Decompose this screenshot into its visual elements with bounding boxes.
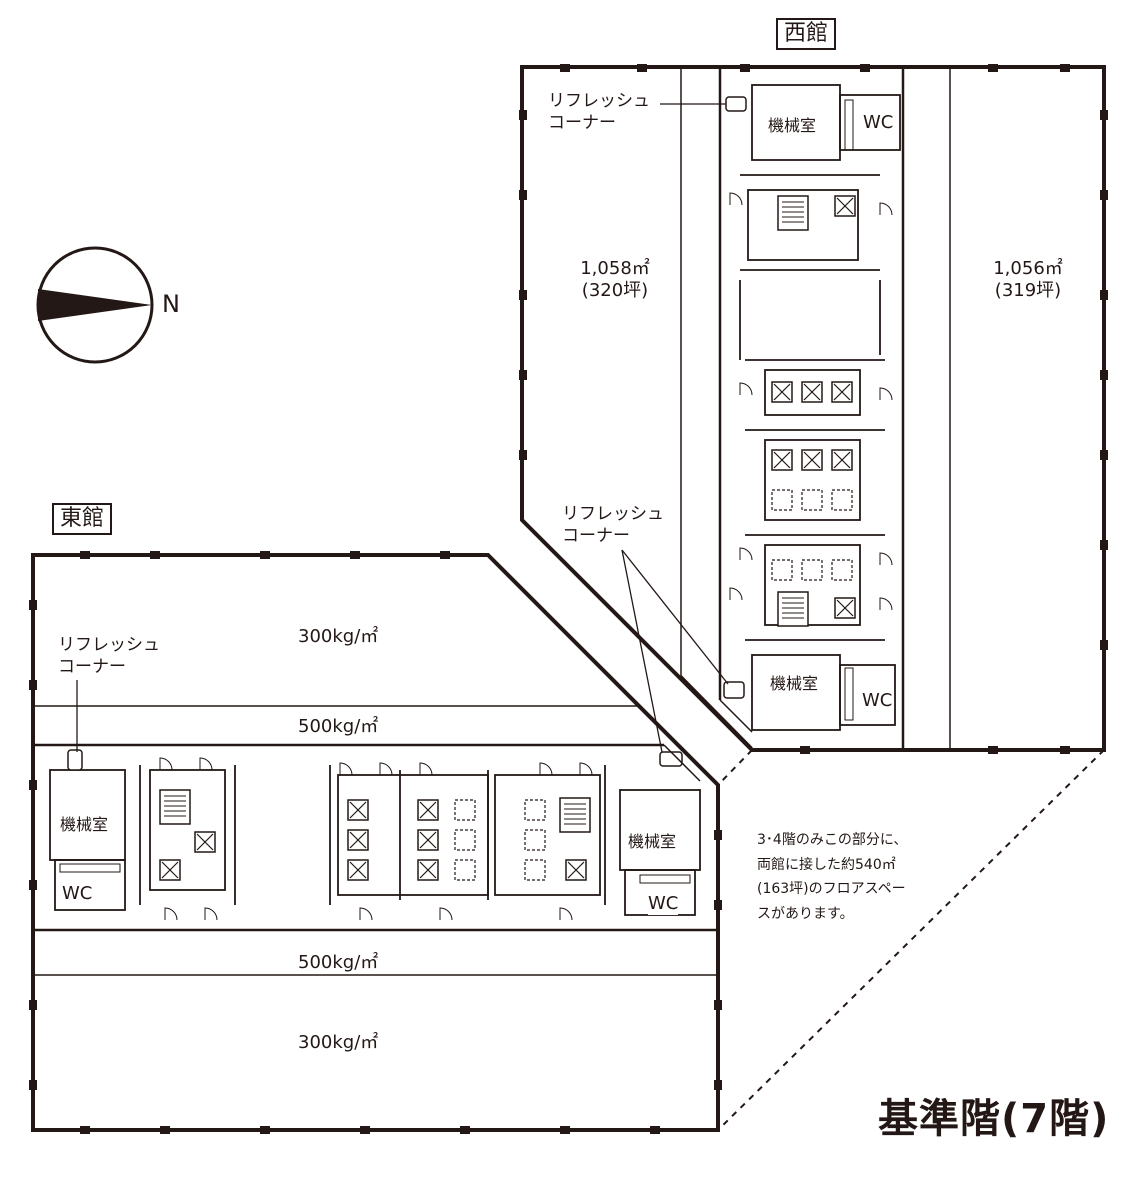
west-left-area-tsubo: (320坪) — [581, 279, 649, 301]
west-left-area: 1,058㎡ (320坪) — [560, 258, 670, 301]
west-left-area-sqm: 1,058㎡ — [580, 258, 650, 279]
west-building-label: 西館 — [776, 18, 837, 51]
west-wc-top: WC — [863, 112, 894, 134]
west-right-area-sqm: 1,056㎡ — [993, 258, 1063, 279]
note-line2: 両館に接した約540㎡ — [757, 856, 896, 873]
note-line4: スがあります。 — [757, 905, 854, 922]
east-mechanical-room-left: 機械室 — [60, 815, 109, 835]
east-north-inner-load: 500kg/㎡ — [298, 716, 379, 737]
west-refresh-line1: リフレッシュ — [548, 91, 650, 111]
east-refresh-line2: コーナー — [58, 657, 126, 678]
north-label: N — [162, 290, 180, 318]
west-building-plan — [520, 65, 1106, 752]
connection-corridor — [637, 675, 753, 786]
west-right-area: 1,056㎡ (319坪) — [973, 258, 1083, 301]
floor-title: 基準階(7階) — [878, 1096, 1110, 1142]
leader-lines — [76, 103, 729, 753]
extension-note: 3･4階のみこの部分に、 両館に接した約540㎡ (163坪)のフロアスペー ス… — [757, 828, 907, 926]
east-refresh-line1: リフレッシュ — [58, 635, 160, 655]
west-mechanical-room-top: 機械室 — [768, 116, 817, 136]
west-mechanical-room-bottom: 機械室 — [770, 674, 819, 694]
north-arrow-icon — [36, 246, 154, 364]
east-building-label: 東館 — [52, 503, 113, 536]
east-wc-right: WC — [648, 893, 679, 915]
east-core — [49, 765, 701, 916]
west-right-area-tsubo: (319坪) — [994, 279, 1062, 301]
center-refresh-corner-label: リフレッシュ コーナー — [562, 503, 664, 547]
west-refresh-corner-label: リフレッシュ コーナー — [548, 90, 650, 134]
note-line1: 3･4階のみこの部分に、 — [757, 832, 908, 848]
east-south-outer-load: 300kg/㎡ — [298, 1032, 379, 1053]
east-north-outer-load: 300kg/㎡ — [298, 626, 379, 647]
east-wc-left: WC — [62, 883, 93, 905]
west-wc-bottom: WC — [862, 690, 893, 712]
east-south-inner-load: 500kg/㎡ — [298, 952, 379, 973]
west-refresh-line2: コーナー — [548, 113, 616, 134]
east-refresh-corner-label: リフレッシュ コーナー — [58, 634, 160, 678]
east-mechanical-room-right: 機械室 — [628, 832, 677, 852]
west-core — [739, 84, 901, 731]
center-refresh-line2: コーナー — [562, 526, 630, 547]
center-refresh-line1: リフレッシュ — [562, 504, 664, 524]
extension-outline — [717, 749, 1105, 1131]
note-line3: (163坪)のフロアスペー — [757, 881, 906, 897]
column-marks — [29, 64, 1108, 1134]
